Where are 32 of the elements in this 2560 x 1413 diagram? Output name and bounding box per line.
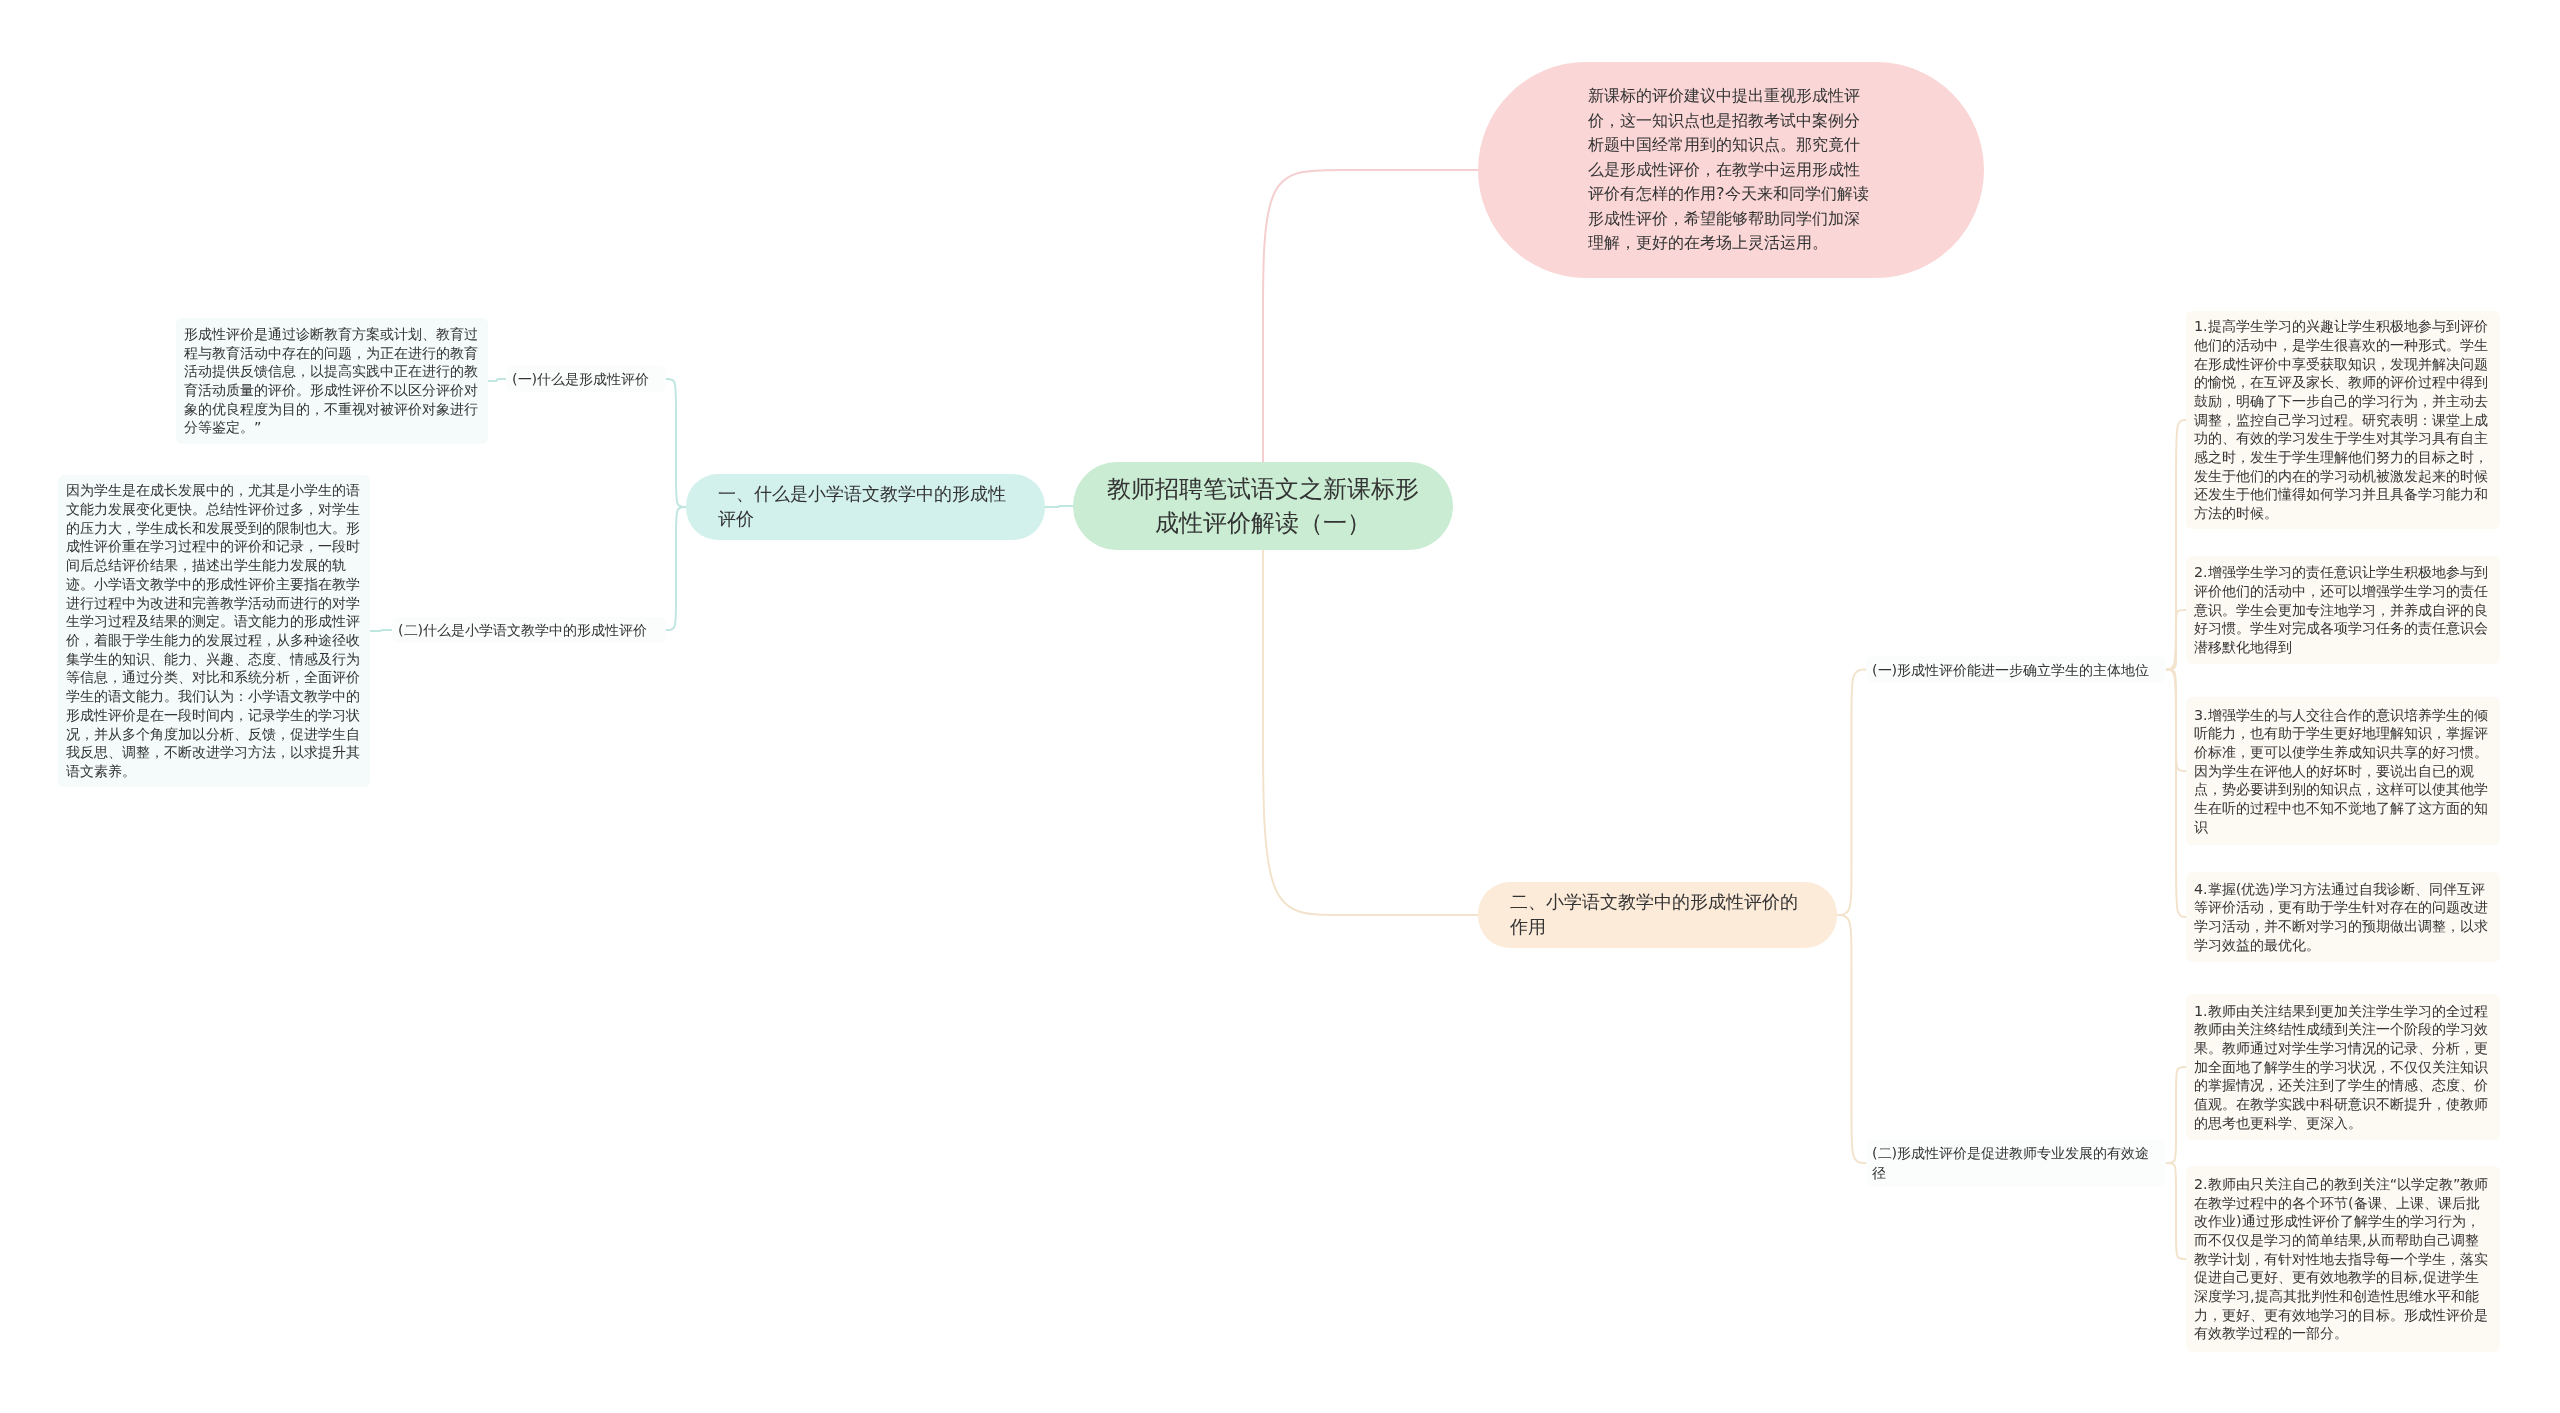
connector-line	[369, 629, 393, 632]
card-text: 1.提高学生学习的兴趣让学生积极地参与到评价他们的活动中，是学生很喜欢的一种形式。学生在形成性评价中享受获取知识，发现并解决问题的愉悦，在互评及家长、教师的评价过程中得到鼓励，明确了下一步自己的学习行为，并主动去调整，监控自己学习过程。研究表明：课堂上成功的、有效的学习发生于学生对其学习具有自主感之时，发生于学生理解他们努力的目标之时，发生于他们的内在的学习动机被激发起来的时候还发生于他们懂得如何学习并且具备学习能力和方法的时候。	[2194, 317, 2489, 523]
card-text: 3.增强学生的与人交往合作的意识培养学生的倾听能力，也有助于学生更好地理解知识，掌握评价标准，更可以使学生养成知识共享的好习惯。因为学生在评他人的好坏时，要说出自已的观点，势必要讲到别的知识点，这样可以使其他学生在听的过程中也不知不觉地了解了这方面的知识	[2194, 705, 2489, 837]
card-text: 形成性评价是通过诊断教育方案或计划、教育过程与教育活动中存在的问题，为正在进行的教育活动提供反馈信息，以提高实践中正在进行的教育活动质量的评价。形成性评价不以区分评价对象的优良程度为目的，不重视对被评价对象进行分等鉴定。”	[184, 324, 479, 438]
text-card	[2186, 697, 2500, 845]
intro-text: 新课标的评价建议中提出重视形成性评价，这一知识点也是招教考试中案例分析题中国经常用到的知识点。那究竟什么是形成性评价，在教学中运用形成性评价有怎样的作用?今天来和同学们解读形成性评价，希望能够帮助同学们加深理解，更好的在考场上灵活运用。	[1588, 85, 1870, 255]
topic-text: 教师招聘笔试语文之新课标形成性评价解读（一）	[1106, 474, 1420, 539]
card-text: 2.教师由只关注自己的教到关注“以学定教”教师在教学过程中的各个环节(备课、上课、课后批改作业)通过形成性评价了解学生的学习行为，而不仅仅是学习的简单结果,从而帮助自己调整教学计划，有针对性地去指导每一个学生，落实促进自己更好、更有效地教学的目标,促进学生深度学习,提高其批判性和创造性思维水平和能力，更好、更有效地学习的目标。形成性评价是有效教学过程的一部分。	[2194, 1174, 2490, 1344]
text-card	[2186, 556, 2500, 664]
connector-line	[2165, 609, 2187, 671]
subtopic-text: (二)什么是小学语文教学中的形成性评价	[398, 621, 648, 640]
subtopic-label	[506, 366, 666, 392]
text-card	[2186, 994, 2500, 1140]
subtopic-text: (二)形成性评价是促进教师专业发展的有效途径	[1872, 1144, 2151, 1183]
subtopic-text: (一)形成性评价能进一步确立学生的主体地位	[1872, 660, 2150, 680]
subtopic-label	[392, 617, 666, 643]
connector-line	[1044, 505, 1074, 508]
connector-line	[1262, 169, 1479, 463]
connector-line	[487, 378, 507, 382]
topic-text: 一、什么是小学语文教学中的形成性评价	[718, 483, 1007, 531]
text-card	[2186, 872, 2500, 962]
subtopic-text: (一)什么是形成性评价	[512, 370, 650, 389]
connector-line	[665, 506, 687, 631]
subtopic-label	[1866, 1140, 2166, 1186]
card-text: 2.增强学生学习的责任意识让学生积极地参与到评价他们的活动中，还可以增强学生学习的责任意识。学生会更加专注地学习，并养成自评的良好习惯。学生对完成各项学习任务的责任意识会潜移默化地得到	[2194, 563, 2489, 657]
card-text: 因为学生是在成长发展中的，尤其是小学生的语文能力发展变化更快。总结性评价过多，对学生的压力大，学生成长和发展受到的限制也大。形成性评价重在学习过程中的评价和记录，一段时间后总结评价结果，描述出学生能力发展的轨迹。小学语文教学中的形成性评价主要指在教学进行过程中为改进和完善教学活动而进行的对学生学习过程及结果的测定。语文能力的形成性评价，着眼于学生能力的发展过程，从多种途径收集学生的知识、能力、兴趣、态度、情感及行为等信息，通过分类、对比和系统分析，全面评价学生的语文能力。我们认为：小学语文教学中的形成性评价是在一段时间内，记录学生的学习状况，并从多个角度加以分析、反馈，促进学生自我反思、调整，不断改进学习方法，以求提升其语文素养。	[66, 481, 361, 781]
card-text: 4.掌握(优选)学习方法通过自我诊断、同伴互评等评价活动，更有助于学生针对存在的问题改进学习活动，并不断对学习的预期做出调整，以求学习效益的最优化。	[2194, 879, 2489, 955]
connector-line	[2165, 1162, 2187, 1260]
topic-text: 二、小学语文教学中的形成性评价的作用	[1510, 891, 1799, 939]
connector-line	[1262, 549, 1479, 916]
subtopic-label	[1866, 656, 2166, 683]
card-text: 1.教师由关注结果到更加关注学生学习的全过程教师由关注终结性成绩到关注一个阶段的学习效果。教师通过对学生学习情况的记录、分析，更加全面地了解学生的学习状况，不仅仅关注知识的掌握情况，还关注到了学生的情感、态度、价值观。在教学实践中科研意识不断提升，使教师的思考也更科学、更深入。	[2194, 1001, 2489, 1133]
